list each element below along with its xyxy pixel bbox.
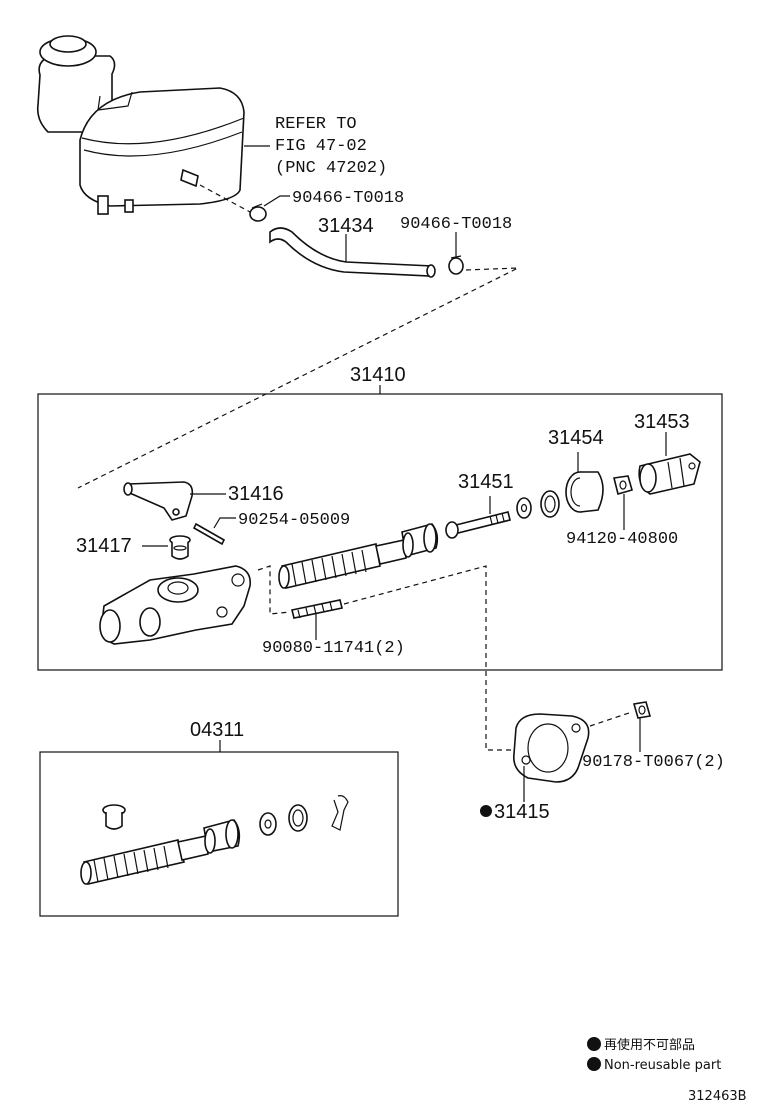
piston-spring-drawing: [278, 523, 439, 589]
nut-drawing: [613, 475, 633, 495]
label-clamp-lower: 90466-T0018: [400, 215, 512, 234]
dash-body-stud: [257, 565, 291, 615]
legend-marker-jp: [587, 1037, 601, 1051]
refer-text-line3: (PNC 47202): [275, 159, 387, 178]
gasket-drawing: [512, 713, 590, 783]
kit-washers-drawing: [259, 804, 308, 836]
kit-clip-drawing: [331, 795, 349, 831]
refer-text-line1: REFER TO: [275, 115, 357, 134]
label-kit: 04311: [190, 719, 244, 741]
master-cyl-assy-box: [37, 393, 723, 671]
reservoir-tank-drawing: [36, 35, 245, 215]
push-rod-drawing: [445, 511, 511, 539]
label-hose: 31434: [318, 215, 374, 237]
clamp-upper-drawing: [249, 203, 267, 222]
kit-box: [39, 751, 399, 917]
reservoir-hose-drawing: [123, 481, 194, 521]
clamp-upper-leader: [263, 195, 290, 207]
legend-text-jp: 再使用不可部品: [604, 1037, 695, 1053]
pin-drawing: [192, 522, 226, 546]
label-master-cyl-assy: 31410: [350, 364, 406, 386]
label-gasket: 31415: [494, 801, 550, 823]
stud-drawing: [291, 599, 343, 619]
label-reservoir-hose: 31416: [228, 483, 284, 505]
dash-reservoir-clamp: [199, 184, 251, 213]
clamp-lower-drawing: [448, 255, 464, 275]
label-push-rod: 31451: [458, 471, 514, 493]
refer-text-line2: FIG 47-02: [275, 137, 367, 156]
dash-stud-to-gasket: [343, 565, 520, 751]
grommet-drawing: [169, 535, 191, 560]
figure-id: 312463B: [688, 1089, 747, 1104]
dash-hose-to-inlet: [77, 267, 519, 489]
pin-leader: [213, 517, 236, 529]
label-boot: 31454: [548, 427, 604, 449]
label-nut: 94120-40800: [566, 530, 678, 549]
dash-gasket-nut: [589, 711, 633, 727]
washers-drawing: [516, 490, 560, 519]
boot-drawing: [565, 471, 604, 513]
label-flange-nut: 90178-T0067(2): [582, 753, 725, 772]
flange-nut-drawing: [632, 701, 652, 719]
master-cylinder-body-drawing: [99, 565, 252, 645]
hose-drawing: [269, 227, 433, 277]
kit-grommet-drawing: [102, 804, 126, 830]
label-clamp-upper: 90466-T0018: [292, 189, 404, 208]
label-stud: 90080-11741(2): [262, 639, 405, 658]
legend-text-en: Non-reusable part: [604, 1058, 721, 1073]
legend-marker-en: [587, 1057, 601, 1071]
label-pin: 90254-05009: [238, 511, 350, 530]
label-grommet: 31417: [76, 535, 132, 557]
kit-piston-spring-drawing: [80, 819, 241, 885]
clevis-drawing: [638, 453, 701, 495]
label-clevis: 31453: [634, 411, 690, 433]
non-reusable-marker-gasket: [480, 805, 492, 817]
